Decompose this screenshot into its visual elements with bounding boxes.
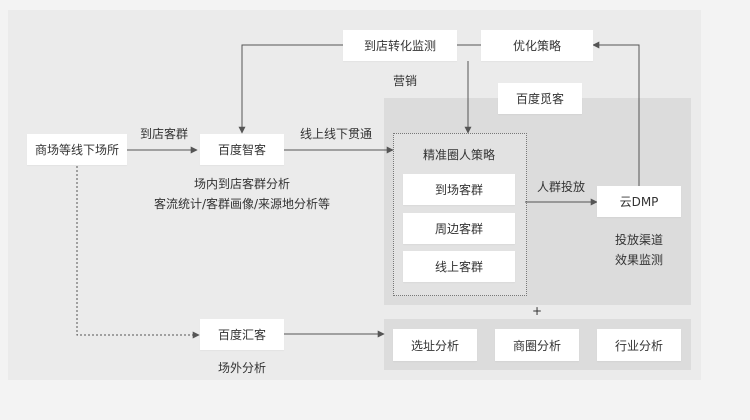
label-marketing: 营销	[392, 74, 418, 88]
optimize-node: 优化策略	[481, 30, 593, 61]
zhike-node: 百度智客	[200, 134, 284, 165]
mall-node: 商场等线下场所	[27, 134, 127, 165]
strategy-title: 精准圈人策略	[422, 148, 496, 162]
mike-node: 百度觅客	[498, 83, 582, 114]
label-huike-desc: 场外分析	[217, 361, 267, 375]
label-zhike-desc-2: 客流统计/客群画像/来源地分析等	[153, 197, 331, 211]
label-dmp-desc-2: 效果监测	[614, 253, 664, 267]
label-zhike-desc-1: 场内到店客群分析	[193, 177, 291, 191]
label-crowd: 人群投放	[537, 180, 586, 194]
strategy-item-online: 线上客群	[403, 251, 515, 282]
analysis-site: 选址分析	[393, 329, 477, 361]
dmp-node: 云DMP	[597, 186, 681, 217]
label-dmp-desc-1: 投放渠道	[614, 233, 664, 247]
analysis-trade-area: 商圈分析	[495, 329, 579, 361]
conversion-node: 到店转化监测	[343, 30, 457, 61]
strategy-item-onsite: 到场客群	[403, 174, 515, 205]
label-online-offline: 线上线下贯通	[300, 127, 373, 141]
plus-sign: +	[531, 304, 543, 318]
analysis-industry: 行业分析	[597, 329, 681, 361]
huike-node: 百度汇客	[200, 319, 284, 350]
label-to-store: 到店客群	[140, 127, 189, 141]
strategy-item-nearby: 周边客群	[403, 213, 515, 244]
